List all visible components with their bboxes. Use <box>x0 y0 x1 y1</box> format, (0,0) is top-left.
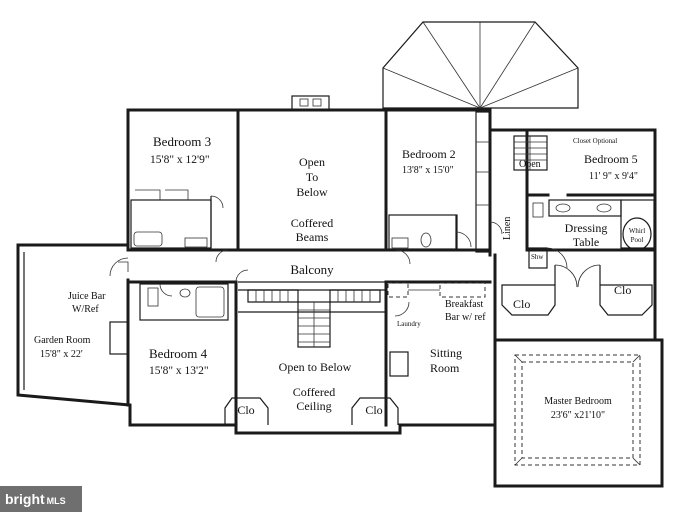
juice-bar-line2: W/Ref <box>72 304 99 315</box>
bedroom4-label: Bedroom 4 <box>149 346 208 361</box>
master-coffered-ceiling <box>514 354 641 466</box>
laundry-breakfast <box>387 282 486 377</box>
sitting-room-line2: Room <box>430 361 460 375</box>
garden-room-label: Garden Room <box>34 335 91 346</box>
master-bedroom-label: Master Bedroom <box>544 396 612 407</box>
clo-left-label: Clo <box>513 297 530 311</box>
master-bath-fixtures <box>528 199 655 269</box>
chimney <box>291 95 330 111</box>
bedroom3-label: Bedroom 3 <box>153 134 211 149</box>
clo-b4-label: Clo <box>237 403 254 417</box>
balcony-stair <box>238 289 386 348</box>
coffered-beams-line2: Beams <box>296 230 329 244</box>
juice-bar-line1: Juice Bar <box>68 291 106 302</box>
clo-alcoves <box>224 397 399 425</box>
bedroom4-dims: 15'8" x 13'2" <box>149 365 209 377</box>
garden-room-dims: 15'8" x 22' <box>40 349 83 360</box>
coffered-ceiling-line1: Coffered <box>293 385 335 399</box>
whirlpool-line2: Pool <box>631 236 644 244</box>
coffered-beams-line1: Coffered <box>291 216 333 230</box>
master-closets <box>501 264 653 316</box>
bedroom5-dims: 11' 9" x 9'4" <box>589 171 638 182</box>
bedroom3-dims: 15'8" x 12'9" <box>150 154 210 166</box>
open-to-below-line1: Open <box>299 155 325 169</box>
bedroom4-bath <box>139 283 229 321</box>
laundry-label: Laundry <box>397 320 421 328</box>
interior-walls <box>126 108 664 427</box>
watermark-brand: bright <box>5 491 45 507</box>
bedroom5-label: Bedroom 5 <box>584 152 638 166</box>
breakfast-bar-line2: Bar w/ ref <box>445 312 486 323</box>
juice-bar-counter <box>109 257 129 355</box>
open-small-label: Open <box>519 159 541 170</box>
master-bedroom-dims: 23'6" x21'10" <box>551 410 605 421</box>
breakfast-bar-line1: Breakfast <box>445 299 484 310</box>
coffered-ceiling-line2: Ceiling <box>296 399 331 413</box>
open-to-below-mid-label: Open to Below <box>279 360 352 374</box>
open-to-below-line3: Below <box>296 185 328 199</box>
dressing-table-line1: Dressing <box>565 221 608 235</box>
exterior-walls <box>16 108 664 488</box>
whirlpool-line1: Whirl <box>629 227 645 235</box>
small-stair <box>513 135 548 171</box>
linen-label: Linen <box>502 217 513 240</box>
bedroom2-label: Bedroom 2 <box>402 147 456 161</box>
linen-closet <box>475 111 503 253</box>
bedroom2-bath <box>388 214 472 250</box>
shower-label: Shw <box>531 253 544 261</box>
bedroom3-bath <box>130 189 224 249</box>
bedroom2-dims: 13'8" x 15'0" <box>402 165 454 176</box>
door-swings <box>118 249 411 283</box>
closet-optional-label: Closet Optional <box>573 137 617 145</box>
octagon-bay-roof <box>382 21 579 109</box>
dressing-table-line2: Table <box>573 235 599 249</box>
watermark-suffix: MLS <box>46 496 66 506</box>
sitting-room-line1: Sitting <box>430 346 462 360</box>
balcony-label: Balcony <box>290 262 334 277</box>
clo-right-label: Clo <box>614 283 631 297</box>
open-to-below-line2: To <box>306 170 319 184</box>
clo-cc-label: Clo <box>365 403 382 417</box>
